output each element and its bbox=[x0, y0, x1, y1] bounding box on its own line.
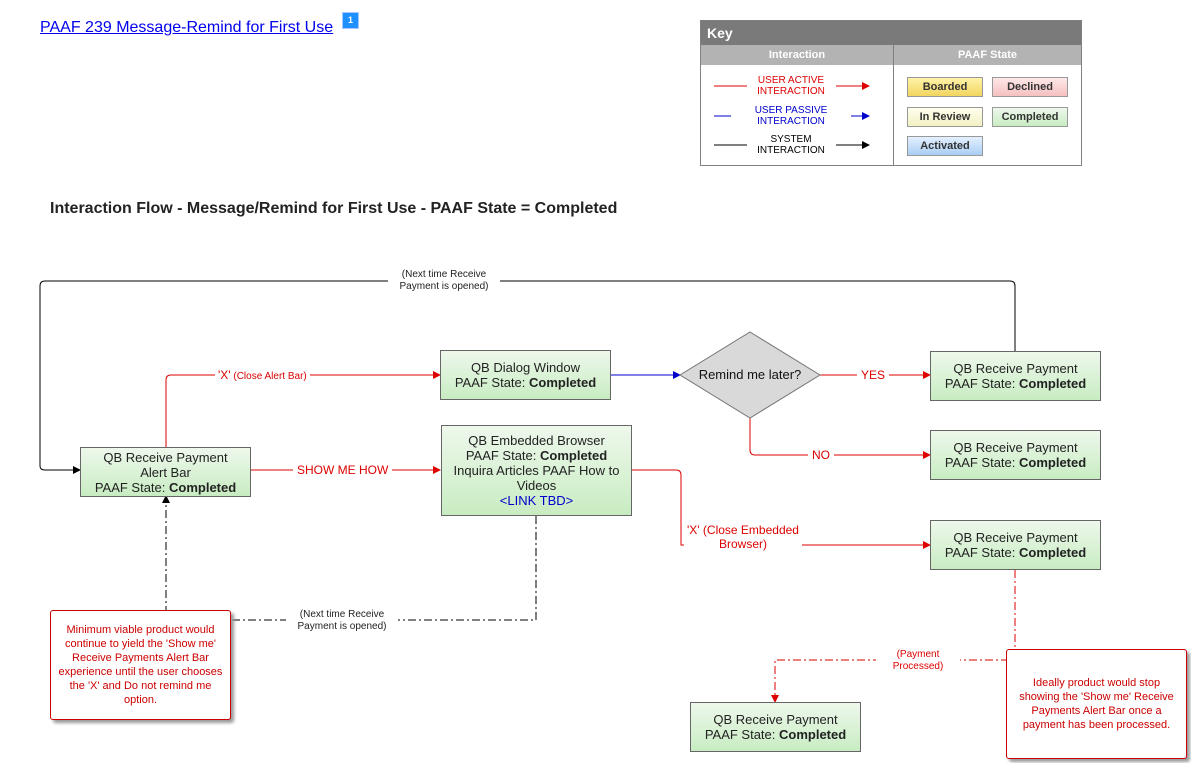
node-rp-no-state-value: Completed bbox=[1019, 455, 1087, 470]
node-rp-close-state-value: Completed bbox=[1019, 545, 1087, 560]
node-dialog-state-value: Completed bbox=[529, 375, 597, 390]
node-rp-no-state-prefix: PAAF State: bbox=[944, 455, 1019, 470]
label-close-alert: 'X' (Close Alert Bar) bbox=[215, 368, 310, 384]
key-col-state: PAAF State bbox=[894, 45, 1081, 65]
node-alert-bar[interactable]: QB Receive Payment Alert Bar PAAF State:… bbox=[80, 447, 251, 497]
node-rp-bottom-state-value: Completed bbox=[779, 727, 847, 742]
node-browser-state-value: Completed bbox=[540, 448, 608, 463]
edge-next-time-loop bbox=[39, 280, 1016, 474]
key-divider bbox=[893, 45, 894, 165]
label-close-alert-x: 'X' bbox=[218, 368, 231, 382]
edge-no bbox=[749, 418, 931, 459]
node-rp-close-line1: QB Receive Payment bbox=[953, 530, 1078, 545]
node-rp-bottom[interactable]: QB Receive Payment PAAF State: Completed bbox=[690, 702, 861, 752]
key-system: SYSTEM INTERACTION bbox=[757, 134, 825, 156]
node-rp-yes-state-value: Completed bbox=[1019, 376, 1087, 391]
label-close-browser: 'X' (Close Embedded Browser) bbox=[684, 523, 802, 551]
state-activated: Activated bbox=[907, 136, 983, 156]
key-user-active: USER ACTIVE INTERACTION bbox=[757, 75, 825, 97]
node-rp-no-state: PAAF State: Completed bbox=[931, 455, 1100, 470]
decision-label: Remind me later? bbox=[698, 367, 802, 382]
node-dialog-state: PAAF State: Completed bbox=[441, 375, 610, 390]
node-rp-yes[interactable]: QB Receive Payment PAAF State: Completed bbox=[930, 351, 1101, 401]
label-next-time-top: (Next time Receive Payment is opened) bbox=[388, 269, 500, 293]
key-title: Key bbox=[701, 21, 1081, 45]
node-rp-yes-line1: QB Receive Payment bbox=[953, 361, 1078, 376]
flow-heading: Interaction Flow - Message/Remind for Fi… bbox=[50, 200, 618, 217]
state-declined: Declined bbox=[992, 77, 1068, 97]
node-rp-yes-state: PAAF State: Completed bbox=[931, 376, 1100, 391]
label-payment-processed: (Payment Processed) bbox=[876, 649, 960, 673]
node-browser-state-prefix: PAAF State: bbox=[465, 448, 540, 463]
state-boarded: Boarded bbox=[907, 77, 983, 97]
edge-close-alert bbox=[165, 371, 441, 447]
key-legend: Key Interaction PAAF State USER ACTIVE I… bbox=[700, 20, 1082, 166]
node-browser-line3: Inquira Articles PAAF How to Videos bbox=[453, 463, 620, 493]
node-rp-yes-state-prefix: PAAF State: bbox=[944, 376, 1019, 391]
edge-payment-processed bbox=[771, 570, 1016, 703]
node-dialog-line1: QB Dialog Window bbox=[470, 360, 581, 375]
node-embedded-browser[interactable]: QB Embedded Browser PAAF State: Complete… bbox=[441, 425, 632, 516]
node-rp-bottom-state-prefix: PAAF State: bbox=[704, 727, 779, 742]
page-title-link[interactable]: PAAF 239 Message-Remind for First Use bbox=[40, 19, 334, 36]
node-alert-bar-line2: Alert Bar bbox=[140, 464, 191, 480]
key-arrows bbox=[714, 82, 870, 149]
label-no: NO bbox=[808, 448, 834, 462]
node-dialog[interactable]: QB Dialog Window PAAF State: Completed bbox=[440, 350, 611, 400]
node-browser-link[interactable]: <LINK TBD> bbox=[499, 493, 574, 508]
state-completed: Completed bbox=[992, 107, 1068, 127]
info-badge[interactable]: 1 bbox=[342, 12, 359, 29]
node-alert-bar-state-value: Completed bbox=[169, 479, 237, 495]
note-mvp: Minimum viable product would continue to… bbox=[50, 610, 231, 720]
state-in-review: In Review bbox=[907, 107, 983, 127]
label-yes: YES bbox=[857, 368, 890, 382]
node-rp-close-state: PAAF State: Completed bbox=[931, 545, 1100, 560]
node-rp-bottom-line1: QB Receive Payment bbox=[713, 712, 838, 727]
node-browser-line1: QB Embedded Browser bbox=[468, 433, 605, 448]
note-ideal: Ideally product would stop showing the '… bbox=[1006, 649, 1187, 759]
node-dialog-state-prefix: PAAF State: bbox=[454, 375, 529, 390]
edge-close-browser bbox=[632, 469, 931, 549]
label-close-alert-text: (Close Alert Bar) bbox=[230, 371, 307, 382]
node-alert-bar-state-prefix: PAAF State: bbox=[94, 479, 169, 495]
decision-diamond bbox=[679, 331, 821, 419]
node-browser-state: PAAF State: Completed bbox=[442, 448, 631, 463]
node-rp-no-line1: QB Receive Payment bbox=[953, 440, 1078, 455]
key-user-passive: USER PASSIVE INTERACTION bbox=[754, 105, 828, 127]
node-alert-bar-state: PAAF State: Completed bbox=[81, 480, 250, 495]
key-col-interaction: Interaction bbox=[701, 45, 893, 65]
node-rp-close-state-prefix: PAAF State: bbox=[944, 545, 1019, 560]
node-rp-no[interactable]: QB Receive Payment PAAF State: Completed bbox=[930, 430, 1101, 480]
label-show-me-how: SHOW ME HOW bbox=[293, 463, 393, 477]
node-alert-bar-line1: QB Receive Payment bbox=[103, 449, 228, 465]
label-next-time-bottom: (Next time Receive Payment is opened) bbox=[286, 609, 398, 633]
node-rp-bottom-state: PAAF State: Completed bbox=[691, 727, 860, 742]
node-rp-close[interactable]: QB Receive Payment PAAF State: Completed bbox=[930, 520, 1101, 570]
